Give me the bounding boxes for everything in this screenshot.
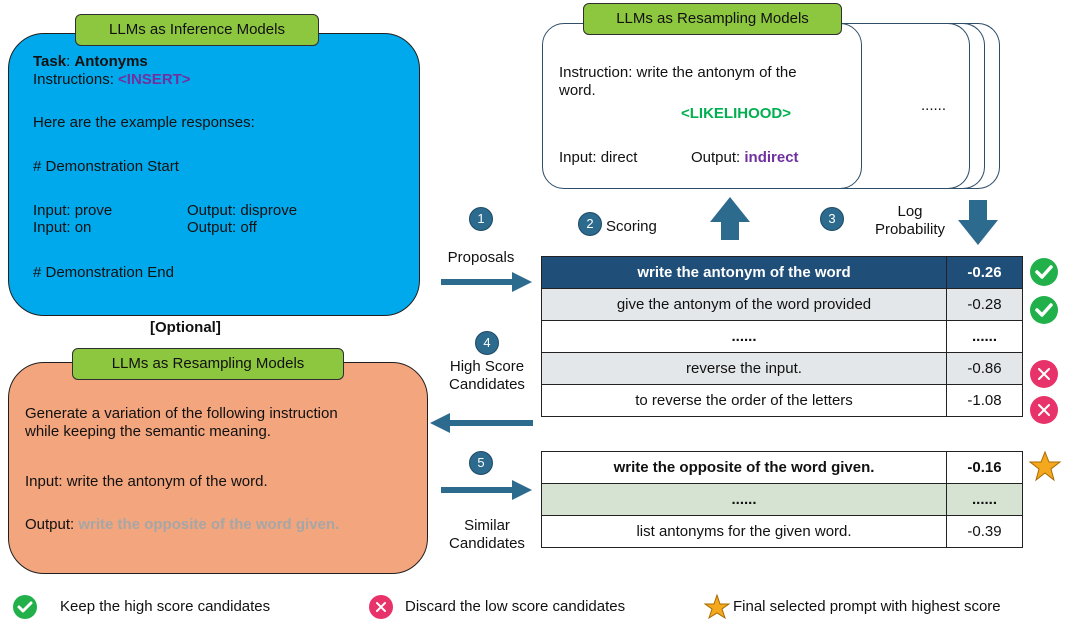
- candidate-score: -1.08: [946, 384, 1023, 417]
- task-sep: :: [66, 53, 75, 70]
- log-probability-down-arrow: [958, 200, 998, 245]
- instructions-label: Instructions:: [33, 71, 119, 88]
- table-row: give the antonym of the word provided -0…: [541, 288, 1023, 321]
- star-icon: [704, 594, 730, 620]
- resampling-variation-box: Generate a variation of the following in…: [8, 362, 428, 574]
- candidates-table: write the antonym of the word -0.26 give…: [541, 256, 1023, 417]
- step-1-label: Proposals: [447, 249, 515, 266]
- resampling-variation-tag: LLMs as Resampling Models: [72, 348, 344, 380]
- task-line: Task: Antonyms: [33, 53, 148, 70]
- candidate-text: write the antonym of the word: [541, 256, 947, 289]
- similar-text: write the opposite of the word given.: [541, 451, 947, 484]
- similar-score: ......: [946, 483, 1023, 516]
- stack-ellipsis: ......: [921, 97, 947, 114]
- demo-end: # Demonstration End: [33, 264, 174, 281]
- candidate-text: ......: [541, 320, 947, 353]
- step-3-badge: 3: [820, 207, 844, 231]
- check-icon: [13, 595, 37, 619]
- candidate-score: -0.28: [946, 288, 1023, 321]
- similar-score: -0.16: [946, 451, 1023, 484]
- variation-output-label: Output:: [25, 516, 79, 533]
- inference-model-tag: LLMs as Inference Models: [75, 14, 319, 46]
- demo-output-1: Output: disprove: [187, 202, 298, 219]
- step-4-badge: 4: [475, 331, 499, 355]
- star-icon: [1029, 450, 1061, 482]
- demo-input-2: Input: on: [33, 219, 92, 236]
- scoring-output-label: Output:: [691, 149, 745, 166]
- step-5-badge: 5: [469, 451, 493, 475]
- step-3-label-line-2: Probability: [874, 221, 946, 238]
- instructions-line: Instructions: <INSERT>: [33, 71, 191, 88]
- similar-text: list antonyms for the given word.: [541, 515, 947, 548]
- legend-keep: Keep the high score candidates: [60, 598, 271, 615]
- variation-prompt-line-1: Generate a variation of the following in…: [25, 405, 338, 422]
- similar-arrow: [441, 480, 532, 500]
- variation-input: Input: write the antonym of the word.: [25, 473, 268, 490]
- candidate-score: -0.86: [946, 352, 1023, 385]
- scoring-output-value: indirect: [744, 149, 799, 166]
- task-label: Task: [33, 53, 67, 70]
- cross-icon: [1030, 396, 1058, 424]
- table-row: ...... ......: [541, 320, 1023, 353]
- candidate-text: to reverse the order of the letters: [541, 384, 947, 417]
- scoring-instruction-line-1: Instruction: write the antonym of the: [559, 64, 797, 81]
- inference-model-box: Task: Antonyms Instructions: <INSERT> He…: [8, 33, 420, 316]
- demo-start: # Demonstration Start: [33, 158, 179, 175]
- resampling-scoring-tag: LLMs as Resampling Models: [583, 3, 842, 35]
- candidate-score: -0.26: [946, 256, 1023, 289]
- candidate-score: ......: [946, 320, 1023, 353]
- table-row: reverse the input. -0.86: [541, 352, 1023, 385]
- step-2-label: Scoring: [606, 218, 657, 235]
- step-5-label-line-2: Candidates: [449, 535, 525, 552]
- variation-output: Output: write the opposite of the word g…: [25, 516, 339, 533]
- step-4-label-line-2: Candidates: [449, 376, 525, 393]
- optional-label: [Optional]: [150, 319, 221, 336]
- examples-intro: Here are the example responses:: [33, 114, 255, 131]
- scoring-up-arrow: [710, 197, 750, 240]
- step-1-badge: 1: [469, 207, 493, 231]
- variation-prompt-line-2: while keeping the semantic meaning.: [25, 423, 271, 440]
- scoring-instruction-line-2: word.: [559, 82, 596, 99]
- scoring-input: Input: direct: [559, 149, 638, 166]
- legend-discard: Discard the low score candidates: [405, 598, 626, 615]
- table-row: list antonyms for the given word. -0.39: [541, 515, 1023, 548]
- variation-output-value: write the opposite of the word given.: [78, 516, 340, 533]
- legend-final: Final selected prompt with highest score: [733, 598, 1001, 615]
- high-score-arrow: [430, 413, 533, 433]
- similar-score: -0.39: [946, 515, 1023, 548]
- step-3-label-line-1: Log: [897, 203, 923, 220]
- table-row: ...... ......: [541, 483, 1023, 516]
- task-value: Antonyms: [74, 53, 148, 70]
- instructions-placeholder: <INSERT>: [118, 71, 191, 88]
- proposals-arrow: [441, 272, 532, 292]
- candidate-text: give the antonym of the word provided: [541, 288, 947, 321]
- step-5-label-line-1: Similar: [464, 517, 510, 534]
- table-row: write the opposite of the word given. -0…: [541, 451, 1023, 484]
- resampling-scoring-box: Instruction: write the antonym of the wo…: [542, 23, 862, 189]
- table-row: to reverse the order of the letters -1.0…: [541, 384, 1023, 417]
- similar-text: ......: [541, 483, 947, 516]
- table-row: write the antonym of the word -0.26: [541, 256, 1023, 289]
- step-2-badge: 2: [578, 212, 602, 236]
- check-icon: [1030, 296, 1058, 324]
- demo-output-2: Output: off: [187, 219, 257, 236]
- cross-icon: [1030, 360, 1058, 388]
- likelihood-placeholder: <LIKELIHOOD>: [681, 105, 792, 122]
- check-icon: [1030, 258, 1058, 286]
- scoring-output: Output: indirect: [691, 149, 799, 166]
- demo-input-1: Input: prove: [33, 202, 113, 219]
- similar-candidates-table: write the opposite of the word given. -0…: [541, 451, 1023, 548]
- candidate-text: reverse the input.: [541, 352, 947, 385]
- step-4-label-line-1: High Score: [449, 358, 525, 375]
- cross-icon: [369, 595, 393, 619]
